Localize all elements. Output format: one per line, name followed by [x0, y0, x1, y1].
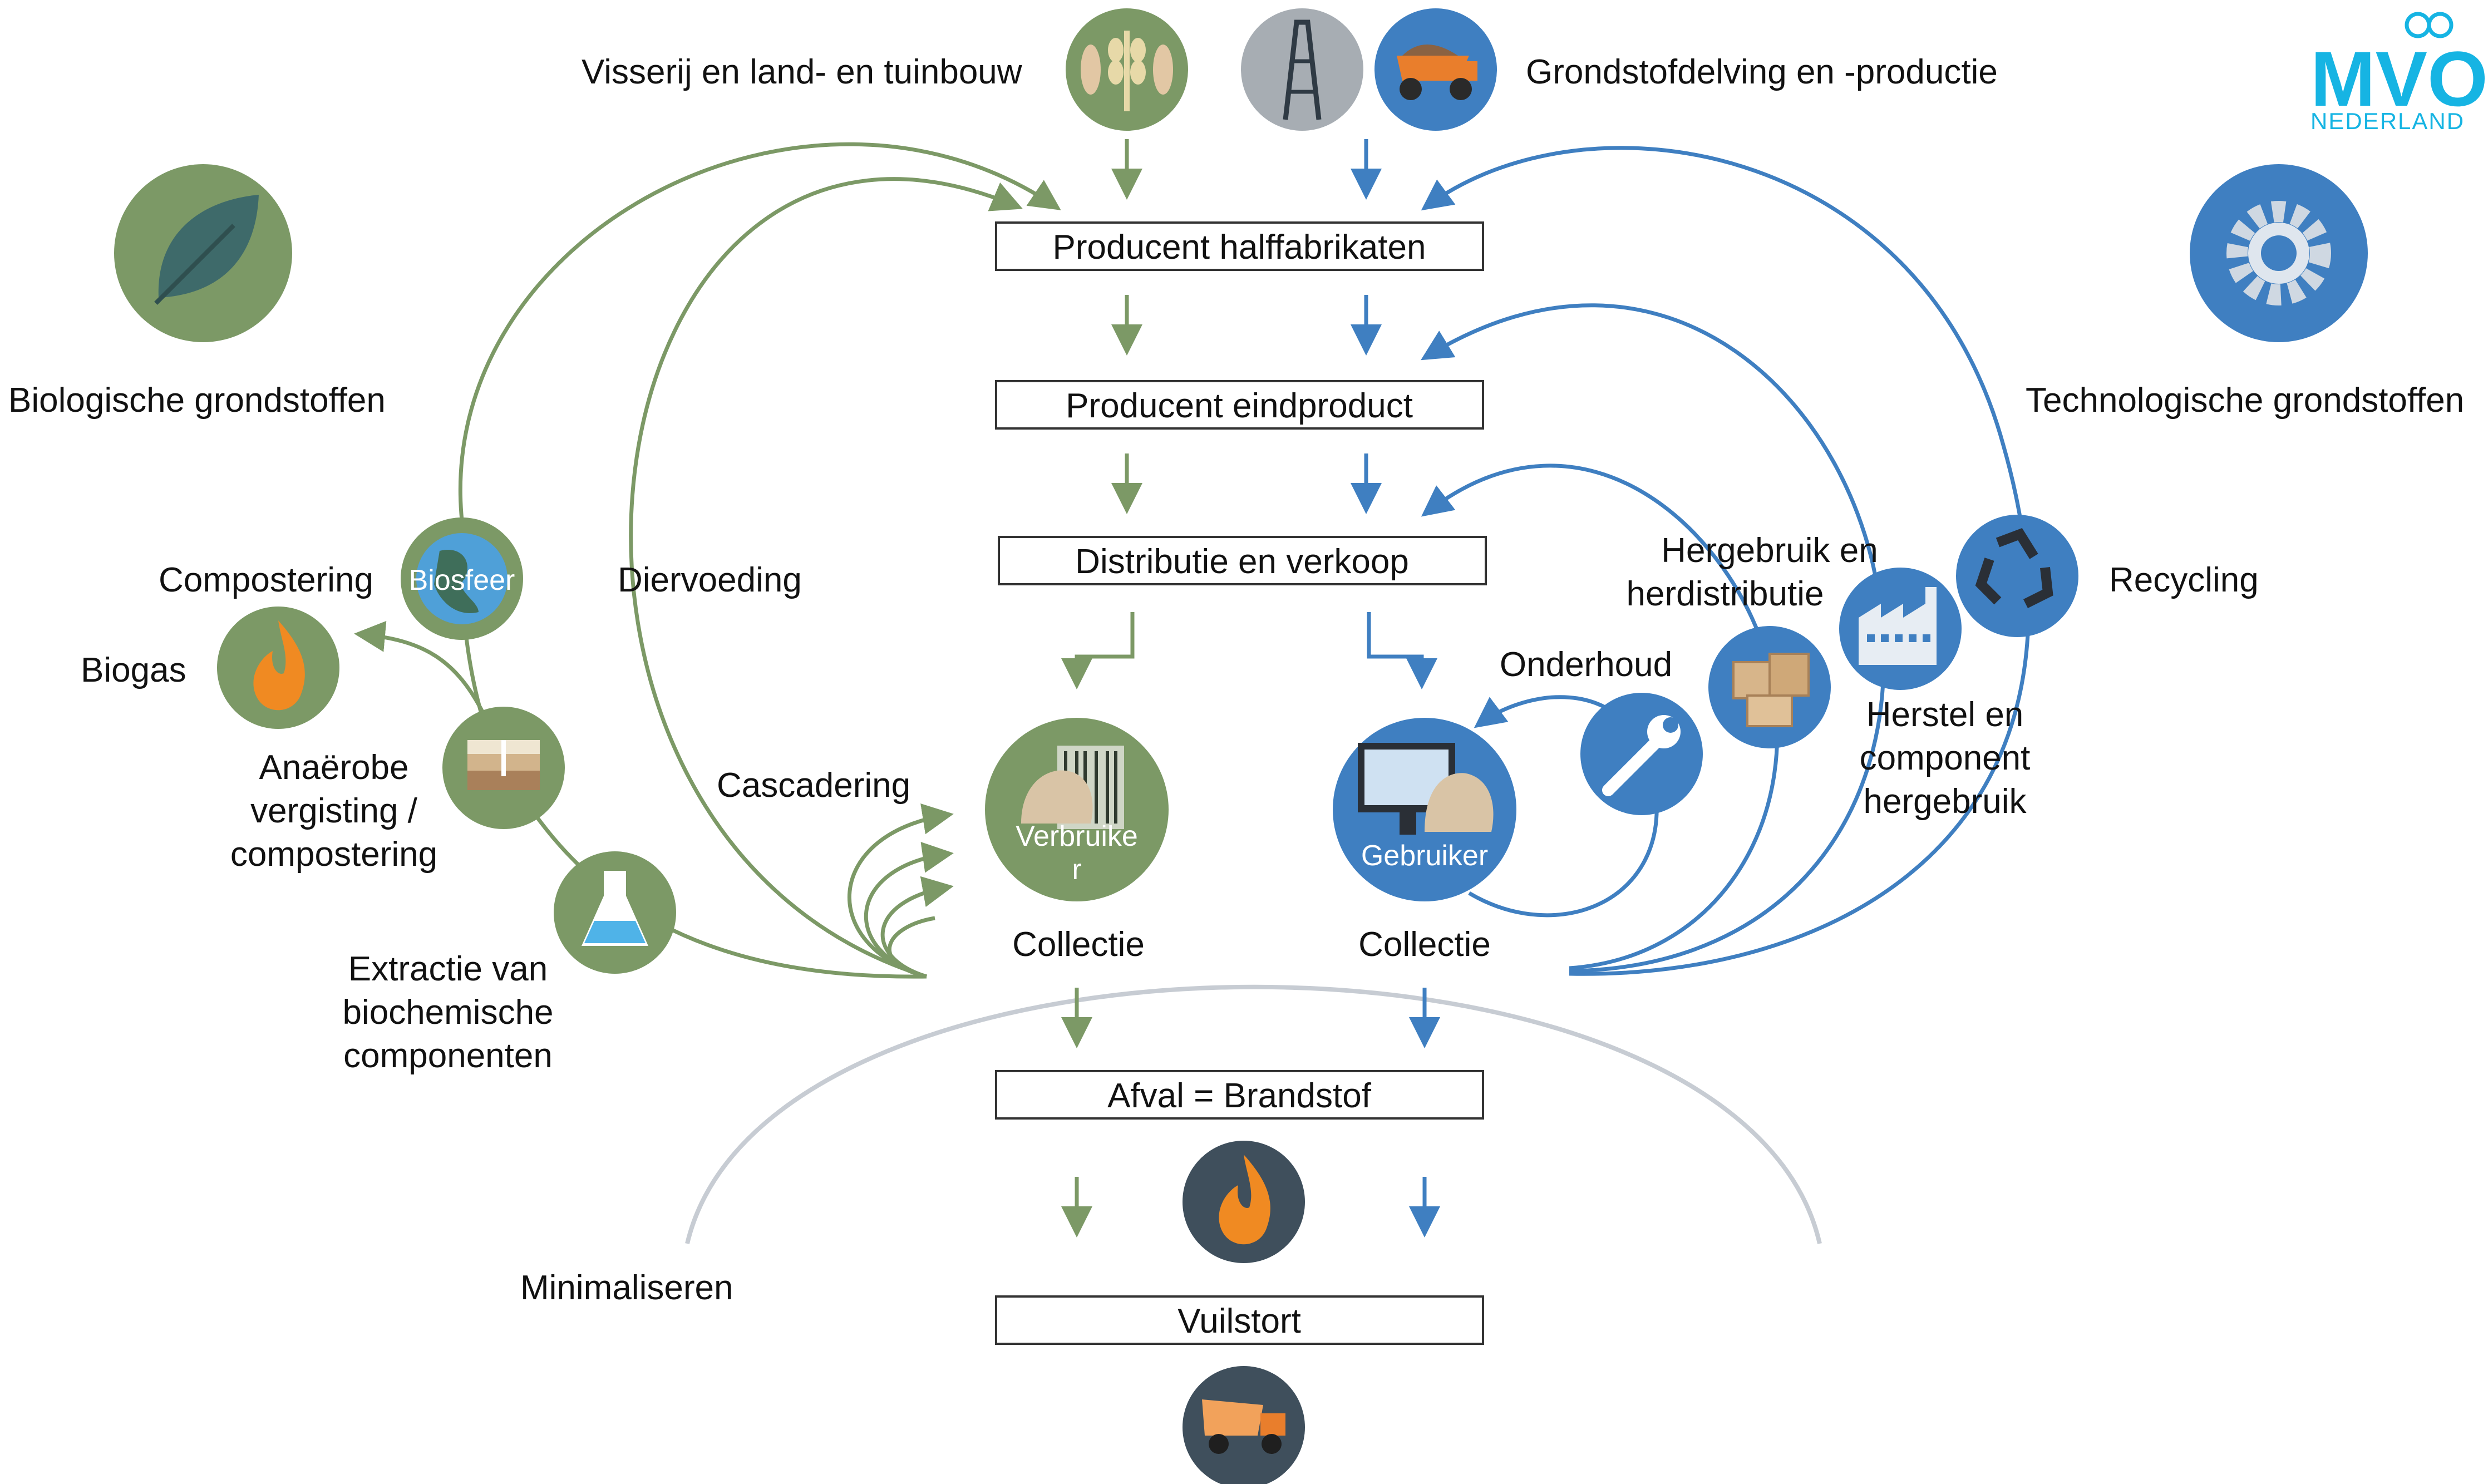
flask-icon — [554, 851, 676, 974]
consumer-label-line1: Verbruike — [1016, 820, 1138, 852]
mvo-logo: MVO NEDERLAND — [2310, 12, 2488, 134]
cascading-label: Cascadering — [717, 766, 910, 805]
bio-arrow-4 — [1061, 612, 1135, 689]
composting-label: Compostering — [159, 561, 373, 599]
flame-icon — [217, 607, 339, 729]
tech-source-label: Grondstofdelving en -productie — [1526, 53, 1998, 91]
box-semi-label: Producent halffabrikaten — [1053, 228, 1426, 267]
mining-truck-icon — [1374, 8, 1497, 131]
bio-collection-label: Collectie — [1012, 925, 1145, 964]
box-distribution-label: Distributie en verkoop — [1075, 543, 1409, 581]
logo-mvo: MVO — [2310, 35, 2488, 122]
wrench-icon — [1580, 693, 1703, 815]
reuse-label-1: Hergebruik en — [1661, 531, 1878, 570]
reuse-label-2: herdistributie — [1627, 575, 1824, 613]
biogas-arrow — [354, 620, 486, 716]
box-end-label: Producent eindproduct — [1066, 387, 1413, 425]
tech-collection-label: Collectie — [1358, 925, 1491, 964]
boxes-icon — [1708, 626, 1831, 748]
minimize-label: Minimaliseren — [520, 1269, 733, 1307]
soil-layers-icon — [442, 707, 565, 829]
dump-truck-icon — [1183, 1366, 1305, 1484]
anaerobic-label-2: vergisting / — [250, 792, 418, 830]
tech-recycling-loop — [1421, 146, 2031, 976]
factory-icon — [1839, 568, 1962, 690]
monitor-person-icon — [1333, 718, 1516, 901]
wheat-fish-icon — [1066, 8, 1188, 131]
extraction-label-1: Extractie van — [348, 950, 548, 988]
minimize-arc — [685, 984, 1822, 1244]
cascade-arrow-4 — [888, 916, 935, 979]
repair-label-1: Herstel en — [1866, 696, 2024, 734]
box-semi: Producent halffabrikaten — [995, 221, 1484, 271]
anaerobic-label-3: compostering — [230, 835, 437, 874]
biogas-label: Biogas — [81, 651, 186, 689]
bio-biosphere-loop — [459, 142, 1061, 521]
user-label: Gebruiker — [1361, 840, 1488, 872]
leaf-icon — [114, 164, 292, 342]
repair-label-2: component — [1860, 739, 2031, 777]
box-distribution: Distributie en verkoop — [998, 536, 1487, 585]
bio-source-label: Visserij en land- en tuinbouw — [582, 53, 1022, 91]
anaerobic-label-1: Anaërobe — [259, 748, 409, 787]
box-waste-label: Afval = Brandstof — [1107, 1077, 1372, 1115]
maintenance-label: Onderhoud — [1500, 645, 1672, 684]
tech-arrow-4 — [1367, 612, 1437, 689]
globe-icon — [401, 517, 523, 640]
logo-nederland: NEDERLAND — [2310, 108, 2465, 134]
gear-icon — [2190, 164, 2368, 342]
box-end: Producent eindproduct — [995, 380, 1484, 430]
box-waste: Afval = Brandstof — [995, 1070, 1484, 1120]
biosphere-label: Biosfeer — [409, 564, 515, 596]
recycling-label: Recycling — [2109, 561, 2259, 599]
bio-title: Biologische grondstoffen — [8, 381, 386, 420]
extraction-label-2: biochemische — [342, 993, 553, 1032]
box-landfill: Vuilstort — [995, 1295, 1484, 1345]
consumer-label-line2: r — [1072, 854, 1081, 886]
tech-title: Technologische grondstoffen — [2026, 381, 2464, 420]
oil-derrick-icon — [1241, 8, 1363, 131]
repair-label-3: hergebruik — [1864, 782, 2027, 821]
tech-repair-loop — [1421, 303, 1886, 973]
feed-label: Diervoeding — [618, 561, 802, 599]
extraction-label-3: componenten — [343, 1037, 553, 1075]
box-landfill-label: Vuilstort — [1178, 1302, 1301, 1340]
bio-feed-loop — [629, 177, 1023, 979]
barcode-person-icon — [985, 718, 1169, 901]
flame-icon — [1183, 1141, 1305, 1263]
recycle-icon — [1956, 515, 2078, 637]
